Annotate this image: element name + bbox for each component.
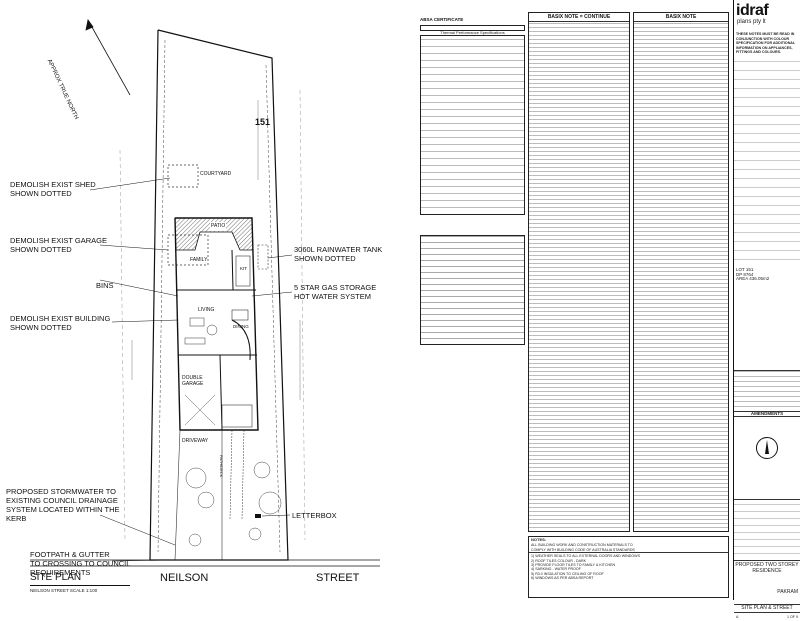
basix-notes-continue-title: BASIX NOTE = CONTINUE [529,13,629,22]
living-furniture [184,317,218,345]
setback-lines [157,39,281,553]
lot-boundary [149,29,289,561]
drawing-title: SITE PLAN [30,572,82,583]
dining-table [231,309,249,321]
general-note-0: ALL BUILDING WORK AND CONSTRUCTION MATER… [531,543,633,548]
drawing-subtitle: NEILSON STREET SCALE 1:100 [30,588,98,593]
title-block-lower-rows [734,499,800,561]
garage-label: DOUBLE GARAGE [182,375,204,387]
dining-label: DINING [233,324,249,329]
general-notes-title: NOTES: [531,537,547,542]
annotation-stormwater: PROPOSED STORMWATER TO EXISTING COUNCIL … [6,487,120,523]
basix-thermal-table [420,35,525,216]
internal-walls [176,249,257,431]
general-note-1: COMPLY WITH BUILDING CODE OF AUSTRALIA S… [529,548,728,554]
basix-notes-continue-body [529,22,629,531]
project-title: PROPOSED TWO STOREY RESIDENCE [734,560,800,575]
drawing-title-underline [30,585,130,586]
lot-number: 151 [255,117,271,127]
annotation-letterbox: LETTERBOX [292,511,337,520]
dimension-marks [131,100,301,400]
path-lines [229,429,245,521]
title-block-rows [734,58,800,269]
basix-notes-body [634,22,728,531]
street-name-left: NEILSON [160,572,209,584]
brand-logo: idraf [734,0,800,20]
patio-hatch [174,217,254,251]
annotation-bins: BINS [96,281,114,290]
client-name: PAKRAM [777,589,798,596]
annotation-demolish-garage: DEMOLISH EXIST GARAGE SHOWN DOTTED [10,236,107,254]
general-notes-panel: NOTES: ALL BUILDING WORK AND CONSTRUCTIO… [528,536,729,598]
north-arrow-icon [85,19,131,96]
basix-certificate-title: ABSA CERTIFICATE [420,17,464,22]
annotation-gas-storage: 5 STAR GAS STORAGE HOT WATER SYSTEM [294,283,377,301]
brand-tagline: plans pty lt [737,19,766,25]
sheet-number: 1 OF 9 [787,614,798,619]
patio-label: PATIO [210,222,227,231]
title-block: idraf plans pty lt THESE NOTES MUST BE R… [733,0,800,619]
numbered-note-1: 2) ROOF TILES COLOUR - DARK [531,558,587,563]
numbered-note-5: 6) WINDOWS AS PER ABSA REPORT [531,576,594,581]
lot-info: LOT 151 [736,267,754,273]
area-info: AREA 436.05m2 [736,276,770,282]
sheet-row: A 1 OF 9 [734,613,800,621]
basix-specs-table [420,235,525,345]
basix-thermal-title: Thermal Performance Specifications [440,30,505,35]
amendments-table [734,369,800,411]
rainwater-tank-outline [257,244,269,270]
amendments-label: AMENDMENTS [734,410,800,418]
basix-notes-title: BASIX NOTE [634,13,728,22]
driveway-lines [174,429,223,561]
street-kerb [30,559,380,567]
kitchen-bench [235,255,251,287]
kitchen-label: KIT [240,266,248,271]
path-label: PATH/DECK [219,455,224,478]
numbered-note-3: 4) SARKING - WATER PROOF [531,567,581,572]
courtyard-label: COURTYARD [200,171,232,177]
revision-value: A [736,614,739,619]
leader-lines [89,177,293,562]
basix-certificate-number-row [420,25,525,31]
street-name-right: STREET [316,572,360,584]
site-plan-drawing [30,19,380,567]
annotation-footpath-gutter: FOOTPATH & GUTTER TO CROSSING TO COUNCIL… [30,550,131,577]
living-label: LIVING [198,307,215,313]
garage-car-mark [184,394,216,426]
porch [221,404,253,428]
north-symbol-icon [756,437,778,460]
shrubs [185,461,282,547]
numbered-note-4: 5) R3.0 INSULATION TO CEILING OF ROOF [531,571,604,576]
dp-info: DP 8764 [736,271,754,277]
neighbour-lines [119,89,306,541]
annotation-rainwater-tank: 3060L RAINWATER TANK SHOWN DOTTED [294,245,383,263]
basix-certificate-panel: ABSA CERTIFICATE Thermal Performance Spe… [420,16,525,231]
annotation-demolish-building: DEMOLISH EXIST BUILDING SHOWN DOTTED [10,314,111,332]
letterbox-mark [255,514,261,518]
numbered-note-2: 3) PROVIDE FLOOR TILES TO FAMILY & KITCH… [531,563,616,568]
basix-notes-continue-panel: BASIX NOTE = CONTINUE [528,12,630,532]
basix-notes-panel: BASIX NOTE [633,12,729,532]
drawing-name: SITE PLAN & STREET [734,604,800,613]
demolish-shed-outline [167,164,199,188]
family-label: FAMILY [190,257,208,263]
driveway-label: DRIVEWAY [182,438,209,444]
title-block-warning: THESE NOTES MUST BE READ IN CONJUNCTION … [736,32,796,55]
brand-name: idraf [736,2,769,19]
numbered-note-0: 1) WEATHER SEALS TO ALL EXTERNAL DOORS A… [531,554,640,559]
annotation-demolish-shed: DEMOLISH EXIST SHED SHOWN DOTTED [10,180,96,198]
